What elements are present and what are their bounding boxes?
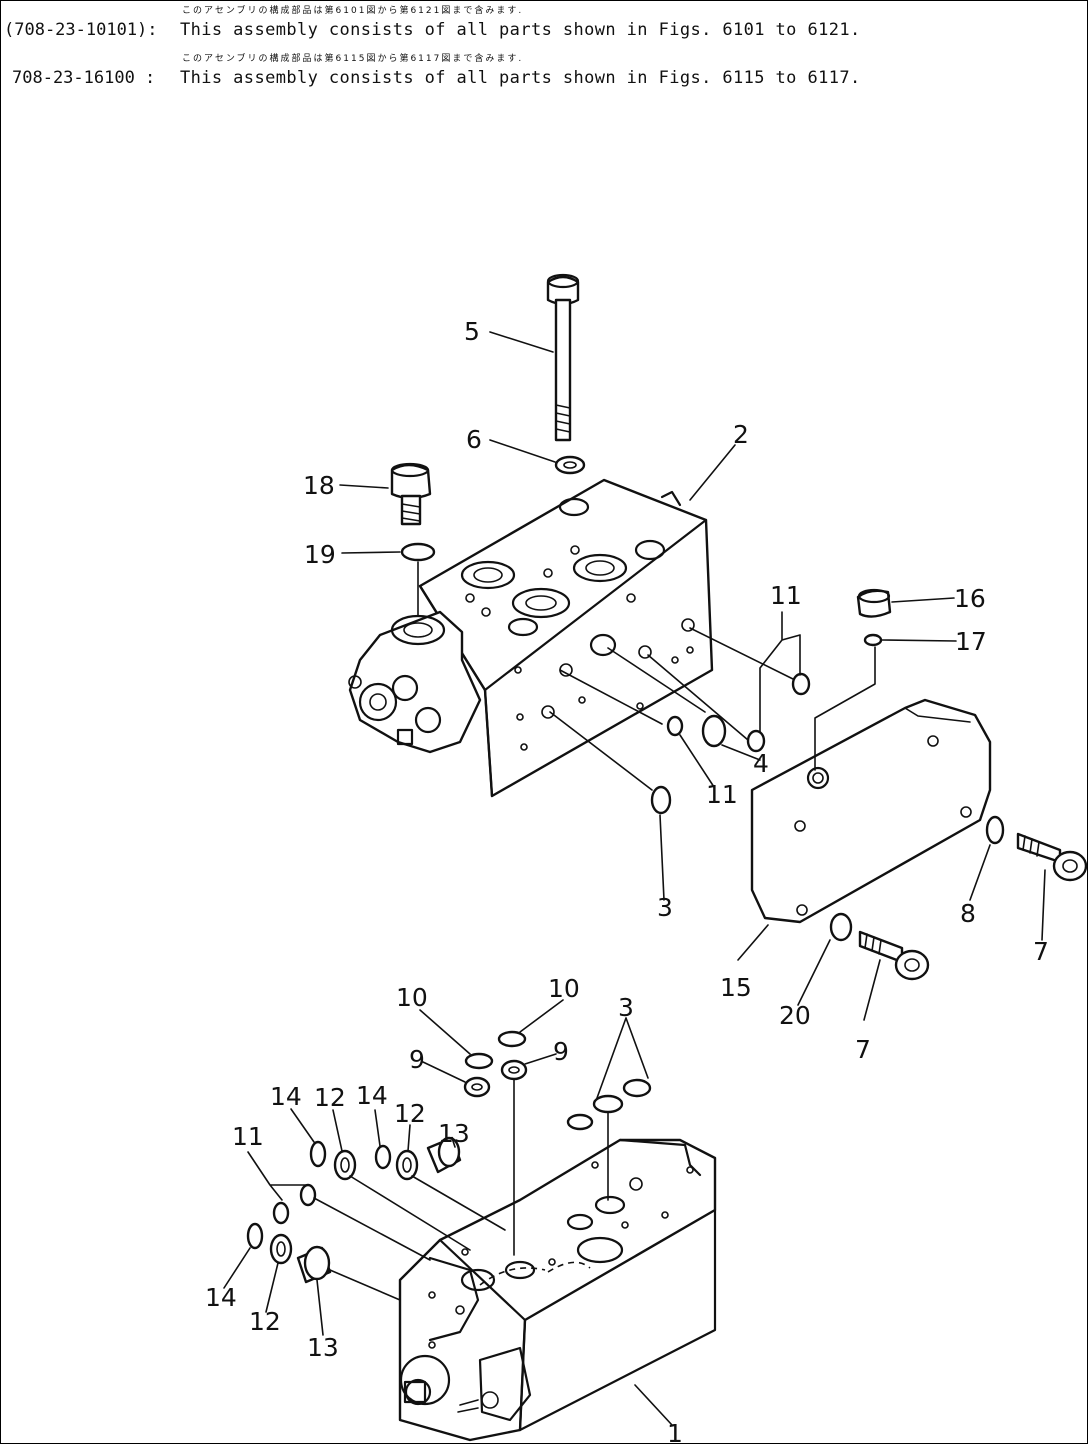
- callout-20: 20: [779, 1001, 811, 1030]
- callout-18: 18: [303, 471, 335, 500]
- assembly-line-a: [559, 669, 663, 725]
- plug-part-18: [390, 462, 432, 526]
- callout-15: 15: [720, 973, 752, 1002]
- callout-8: 8: [960, 899, 976, 928]
- header-line1-japanese: このアセンブリの構成部品は第6101図から第6121図まで含みます.: [182, 6, 524, 16]
- callout-16: 16: [954, 584, 986, 613]
- o-ring-part-14-c: [246, 1222, 264, 1250]
- valve-body-part-1: [398, 1138, 717, 1442]
- o-ring-part-4: [701, 714, 727, 748]
- callout-10-left: 10: [396, 983, 428, 1012]
- washer-part-8: [985, 815, 1005, 845]
- valve-body-part-2: [418, 478, 714, 798]
- o-ring-part-19: [400, 542, 436, 562]
- callout-12-c: 12: [249, 1307, 281, 1336]
- callout-5: 5: [464, 317, 480, 346]
- callout-9-left: 9: [409, 1045, 425, 1074]
- cover-part-15: [750, 698, 992, 924]
- o-ring-part-10-a: [464, 1052, 494, 1070]
- washer-part-6: [554, 455, 586, 475]
- callout-17: 17: [955, 627, 987, 656]
- callout-11-lower: 11: [232, 1122, 264, 1151]
- assembly-line-12-b: [411, 1175, 506, 1231]
- assembly-line-12: [349, 1175, 471, 1251]
- o-ring-part-3-c: [566, 1113, 594, 1131]
- plug-part-13-b: [296, 1245, 332, 1284]
- assembly-line-c: [607, 647, 706, 713]
- callout-11-mid: 11: [706, 780, 738, 809]
- header-line2-japanese: このアセンブリの構成部品は第6115図から第6117図まで含みます.: [182, 54, 524, 64]
- callout-11-upper: 11: [770, 581, 802, 610]
- callout-3-upper: 3: [657, 893, 673, 922]
- header-line1-text: This assembly consists of all parts show…: [180, 20, 861, 40]
- o-ring-part-3-a: [622, 1078, 652, 1098]
- header-line2-text: This assembly consists of all parts show…: [180, 68, 861, 88]
- assembly-line-d: [647, 654, 749, 741]
- o-ring-part-11-b: [746, 729, 766, 753]
- callout-13-a: 13: [438, 1119, 470, 1148]
- callout-labels: 5 6 2 18 19 11 16 17 4 11 3 8 7 15 20 7 …: [205, 317, 1049, 1446]
- bolt-part-5: [546, 273, 580, 442]
- bolt-part-7-lower: [858, 930, 930, 981]
- callout-12-b: 12: [394, 1099, 426, 1128]
- o-ring-part-14-b: [374, 1144, 392, 1170]
- relief-valve-assembly: [348, 610, 482, 754]
- callout-4: 4: [753, 749, 769, 778]
- washer-part-20: [829, 912, 853, 942]
- ring-part-12-a: [333, 1149, 357, 1181]
- assembly-line-b: [549, 711, 653, 791]
- callout-7-lower: 7: [855, 1035, 871, 1064]
- ring-part-12-b: [395, 1149, 419, 1181]
- header: このアセンブリの構成部品は第6101図から第6121図まで含みます. (708-…: [0, 0, 1090, 100]
- assembly-line-e: [689, 627, 796, 681]
- leader-lines: [223, 331, 1046, 1426]
- header-line2-code: 708-23-16100 :: [12, 68, 156, 88]
- callout-1: 1: [667, 1419, 683, 1446]
- assembly-line-11: [313, 1197, 431, 1261]
- callout-13-b: 13: [307, 1333, 339, 1362]
- o-ring-part-14-a: [309, 1140, 327, 1168]
- o-ring-part-11-d: [272, 1201, 290, 1225]
- o-ring-part-17: [863, 633, 883, 647]
- callout-14-a: 14: [270, 1082, 302, 1111]
- o-ring-part-11-c: [791, 672, 811, 696]
- callout-12-a: 12: [314, 1083, 346, 1112]
- o-ring-part-11: [666, 715, 684, 737]
- header-line1-code: (708-23-10101):: [4, 20, 158, 40]
- callout-10-right: 10: [548, 974, 580, 1003]
- callout-14-b: 14: [356, 1081, 388, 1110]
- plug-part-16: [856, 588, 892, 618]
- bolt-part-7-right: [1016, 832, 1088, 882]
- o-ring-part-11-e: [299, 1183, 317, 1207]
- assembly-line-13: [329, 1269, 401, 1301]
- callout-7-right: 7: [1033, 937, 1049, 966]
- washer-part-9-a: [463, 1076, 491, 1098]
- callout-6: 6: [466, 425, 482, 454]
- o-ring-part-3: [650, 785, 672, 815]
- callout-14-c: 14: [205, 1283, 237, 1312]
- callout-3-lower: 3: [618, 993, 634, 1022]
- callout-19: 19: [304, 540, 336, 569]
- o-ring-part-10-b: [497, 1030, 527, 1048]
- ring-part-12-c: [269, 1233, 293, 1265]
- callout-2: 2: [733, 420, 749, 449]
- callout-9-right: 9: [553, 1037, 569, 1066]
- o-ring-part-3-b: [592, 1094, 624, 1114]
- leader-17-line: [814, 646, 876, 771]
- washer-part-9-b: [500, 1059, 528, 1081]
